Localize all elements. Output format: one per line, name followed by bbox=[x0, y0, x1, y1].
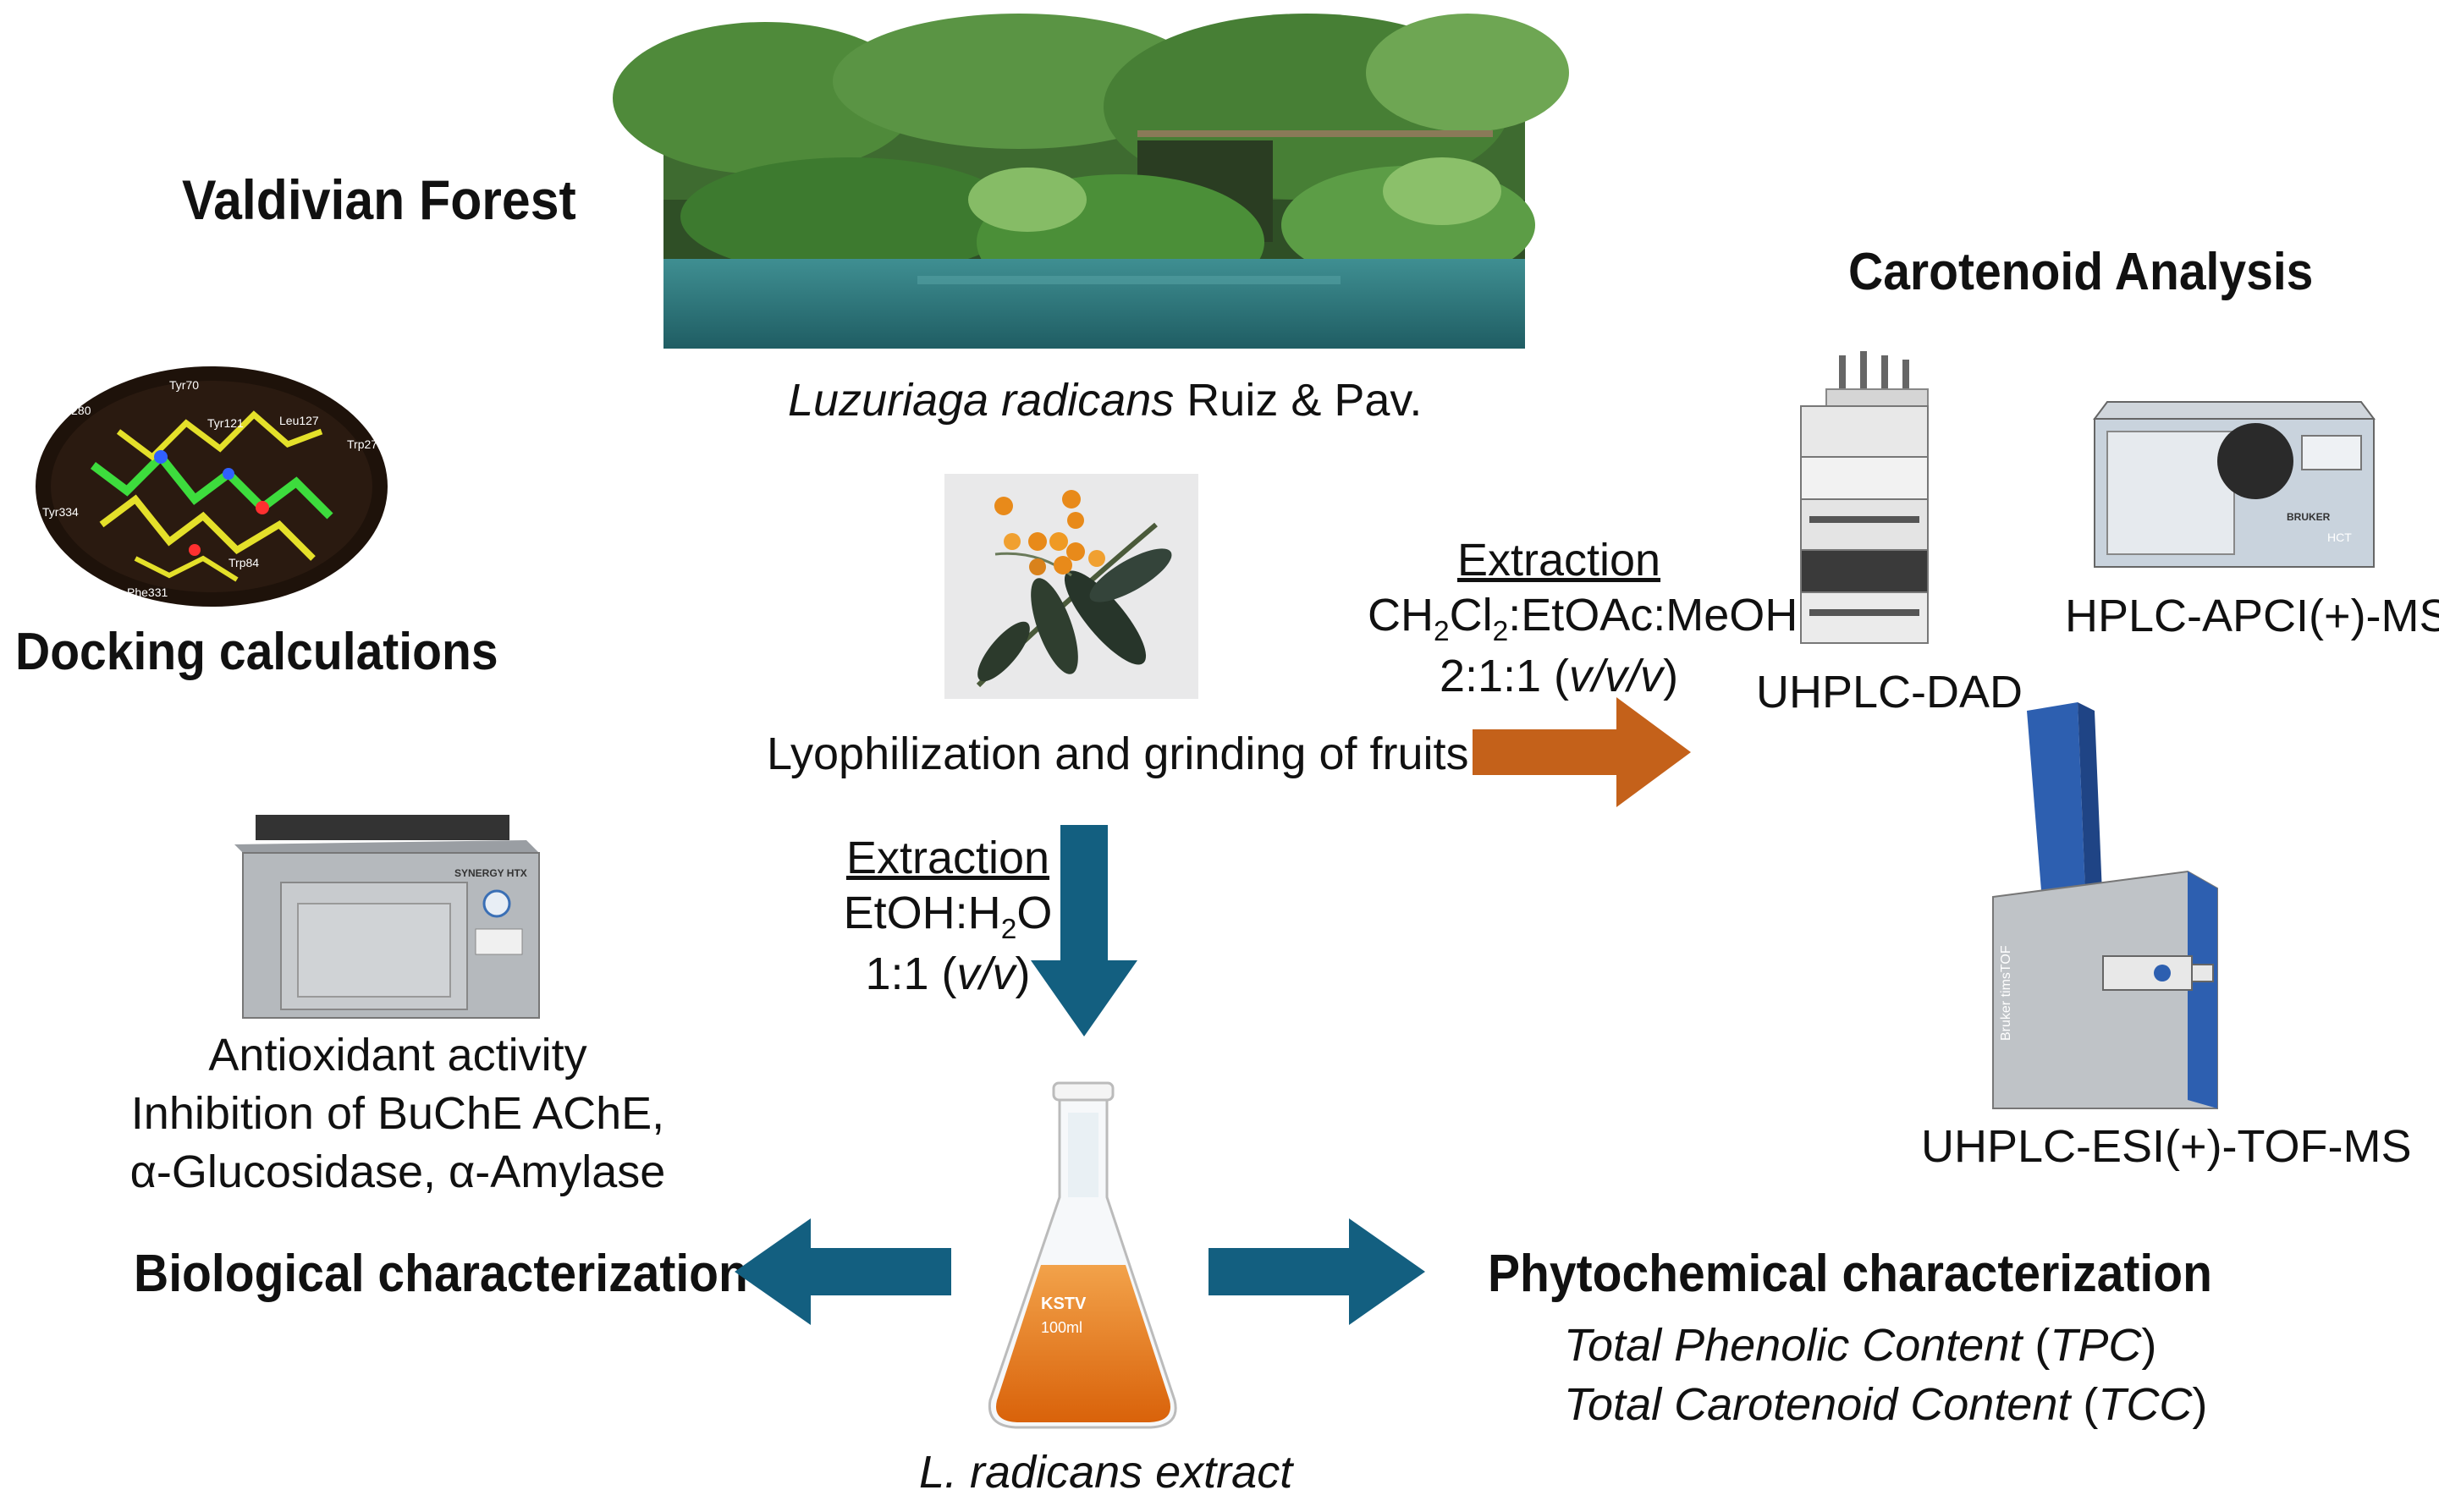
forest-title: Valdivian Forest bbox=[182, 168, 576, 231]
extract-flask: KSTV 100ml bbox=[988, 1081, 1177, 1429]
lyophilization-label: Lyophilization and grinding of fruits bbox=[767, 729, 1469, 779]
species-caption: Luzuriaga radicans Ruiz & Pav. bbox=[788, 372, 1422, 430]
timstof-logo: Bruker timsTOF bbox=[1999, 945, 2013, 1041]
docking-label: Docking calculations bbox=[15, 623, 498, 681]
residue-label: Leu127 bbox=[279, 414, 319, 427]
species-name: Luzuriaga radicans bbox=[788, 375, 1175, 426]
uhplc-dad-label: UHPLC-DAD bbox=[1756, 667, 2023, 718]
docking-image: Tyr70 Asp280 Tyr121 Leu127 Tyr334 Trp84 … bbox=[36, 366, 388, 607]
carotenoid-title: Carotenoid Analysis bbox=[1848, 243, 2314, 301]
phyto-char-label: Phytochemical characterization bbox=[1488, 1245, 2212, 1303]
phyto-assays-block: Total Phenolic Content (TPC) Total Carot… bbox=[1564, 1316, 2207, 1434]
residue-label: Trp279 bbox=[347, 437, 384, 451]
fruit-photo bbox=[944, 474, 1198, 699]
bio-assay-line-1: Antioxidant activity bbox=[208, 1030, 587, 1080]
extraction-right-title: Extraction bbox=[1456, 535, 1661, 586]
flask-volume: 100ml bbox=[1041, 1319, 1082, 1336]
forest-photo bbox=[613, 14, 1569, 349]
flask-brand: KSTV bbox=[1041, 1295, 1087, 1313]
extraction-down-solvent: EtOH:H2O bbox=[843, 887, 1053, 945]
species-author: Ruiz & Pav. bbox=[1174, 375, 1423, 426]
uhplc-esi-instrument: Bruker timsTOF bbox=[1992, 702, 2218, 1109]
extraction-right-ratio: 2:1:1 (v/v/v) bbox=[1439, 650, 1679, 701]
extraction-down-block: Extraction EtOH:H2O 1:1 (v/v) bbox=[838, 831, 1058, 1002]
residue-label: Tyr121 bbox=[207, 416, 244, 430]
bio-assay-line-3: α-Glucosidase, α-Amylase bbox=[129, 1146, 666, 1198]
bruker-logo: BRUKER bbox=[2287, 511, 2331, 523]
residue-label: Tyr70 bbox=[169, 378, 199, 392]
extraction-right-solvent: CH2Cl2:EtOAc:MeOH bbox=[1368, 589, 1798, 647]
uhplc-esi-label: UHPLC-ESI(+)-TOF-MS bbox=[1921, 1121, 2412, 1172]
tpc-line: Total Phenolic Content (TPC) bbox=[1564, 1320, 2157, 1371]
residue-label: Phe331 bbox=[127, 586, 168, 599]
bio-assays-block: Antioxidant activity Inhibition of BuChE… bbox=[127, 1026, 669, 1201]
hplc-apci-label: HPLC-APCI(+)-MSn bbox=[2065, 591, 2439, 641]
arrow-left-blue bbox=[735, 1218, 951, 1325]
bio-assay-line-2: Inhibition of BuChE AChE, bbox=[130, 1088, 665, 1140]
extraction-down-ratio: 1:1 (v/v) bbox=[865, 948, 1031, 999]
hplc-apci-instrument: BRUKER HCT bbox=[2093, 401, 2376, 568]
hct-logo: HCT bbox=[2327, 531, 2352, 544]
residue-label: Trp84 bbox=[228, 556, 259, 569]
uhplc-dad-instrument bbox=[1800, 351, 1929, 644]
bio-char-label: Biological characterization bbox=[134, 1245, 748, 1303]
extraction-down-title: Extraction bbox=[845, 833, 1050, 883]
extract-label: L. radicans extract bbox=[919, 1447, 1293, 1498]
residue-label: Tyr334 bbox=[42, 505, 79, 519]
plate-reader-instrument: SYNERGY HTX bbox=[234, 815, 540, 1019]
extraction-right-block: Extraction CH2Cl2:EtOAc:MeOH 2:1:1 (v/v/… bbox=[1368, 533, 1798, 704]
residue-label: Asp280 bbox=[51, 404, 91, 417]
reader-logo: SYNERGY HTX bbox=[454, 867, 527, 879]
arrow-right-orange bbox=[1473, 697, 1691, 807]
tcc-line: Total Carotenoid Content (TCC) bbox=[1564, 1379, 2208, 1431]
arrow-right-blue bbox=[1208, 1218, 1425, 1325]
arrow-down-blue bbox=[1031, 825, 1137, 1036]
